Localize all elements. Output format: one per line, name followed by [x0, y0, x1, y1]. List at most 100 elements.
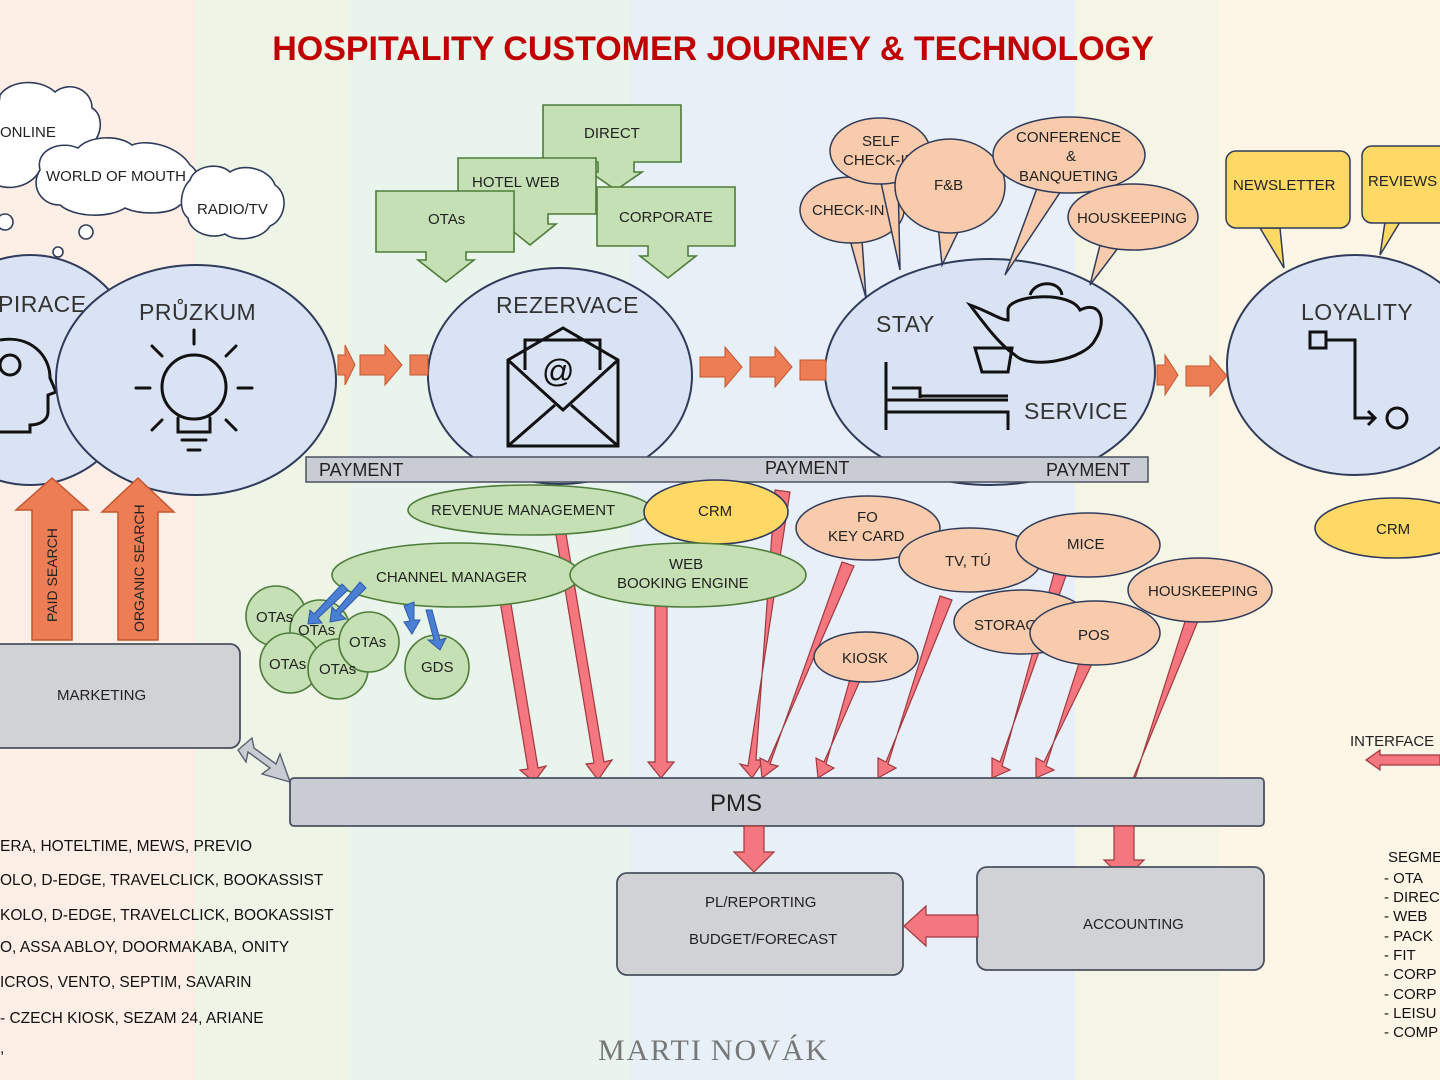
payment-label-2: PAYMENT [765, 458, 849, 478]
head-gear-icon [0, 337, 58, 434]
diagram-title: HOSPITALITY CUSTOMER JOURNEY & TECHNOLOG… [272, 30, 1154, 68]
web-booking-engine: WEB BOOKING ENGINE [569, 542, 807, 608]
revenue-label: REVENUE MANAGEMENT [431, 502, 615, 519]
payment-label-3: PAYMENT [1046, 460, 1130, 480]
thought-cloud-wom: WORLD OF MOUTH [35, 137, 199, 216]
paid-search-label: PAID SEARCH [44, 528, 60, 622]
bubble-conference-label-1: CONFERENCE [1016, 129, 1121, 146]
segments-title: SEGME [1388, 849, 1440, 866]
bubble-self-label-2: CHECK-IN [843, 152, 916, 169]
cloud-radio-label: RADIO/TV [197, 201, 268, 218]
bubble-self-label-1: SELF [862, 133, 900, 150]
fo-label-1: FO [857, 509, 878, 526]
vendor-line-1: ERA, HOTELTIME, MEWS, PREVIO [0, 838, 253, 855]
segment-item-9: - COMP [1384, 1024, 1439, 1041]
web-booking-label-1: WEB [669, 556, 703, 573]
ota-label-3: OTAs [269, 656, 306, 673]
vendor-line-6: - CZECH KIOSK, SEZAM 24, ARIANE [0, 1010, 264, 1027]
fo-key-card: FO KEY CARD [795, 495, 941, 561]
storage-label: STORAGE [974, 617, 1047, 634]
tv-label: TV, TÚ [945, 553, 991, 570]
pos-label: POS [1078, 627, 1110, 644]
mice-label: MICE [1067, 536, 1105, 553]
crm-right: CRM [1314, 497, 1440, 559]
ota-label-5: OTAs [349, 634, 386, 651]
pms-bar [289, 777, 1265, 827]
bubble-conference-label-2: & [1066, 148, 1076, 165]
kiosk: KIOSK [813, 631, 919, 683]
bubble-conference: CONFERENCE & BANQUETING [992, 116, 1146, 276]
pms-reporting-arrow [732, 825, 776, 873]
pms-label: PMS [710, 790, 762, 817]
segment-item-3: - WEB [1384, 908, 1428, 925]
ota-circles: OTAs OTAs OTAs OTAs OTAs GDS [245, 585, 470, 700]
cloud-online-label: ONLINE [0, 124, 56, 141]
crm-center: CRM [643, 479, 789, 545]
bubble-conference-label-3: BANQUETING [1019, 168, 1118, 185]
thought-cloud-radio: RADIO/TV [180, 165, 285, 240]
lightbulb-icon [134, 328, 254, 452]
web-booking-label-2: BOOKING ENGINE [617, 575, 749, 592]
bubble-housekeeping-label: HOUSKEEPING [1077, 210, 1187, 227]
path-journey-icon [1308, 330, 1409, 430]
vendor-line-5: ICROS, VENTO, SEPTIM, SAVARIN [0, 974, 252, 991]
reporting-label-2: BUDGET/FORECAST [689, 931, 837, 948]
vendor-line-4: O, ASSA ABLOY, DOORMAKABA, ONITY [0, 939, 290, 956]
gds-label: GDS [421, 659, 454, 676]
callout-corporate-label: CORPORATE [619, 209, 713, 226]
segment-item-6: - CORP [1384, 966, 1437, 983]
ota-sync-arrows [307, 581, 447, 651]
callout-corporate: CORPORATE [596, 186, 736, 280]
ota-label-4: OTAs [319, 661, 356, 678]
stage-reservation-label: REZERVACE [496, 292, 639, 318]
reporting-label-1: PL/REPORTING [705, 894, 816, 911]
stage-service-label: SERVICE [1024, 398, 1128, 424]
vendor-line-7: , [0, 1040, 5, 1057]
journey-arrows [337, 343, 1228, 398]
housekeeping-system-label: HOUSKEEPING [1148, 583, 1258, 600]
interface-arrow [1364, 748, 1440, 772]
interface-label: INTERFACE [1350, 733, 1434, 750]
stage-stay-label: STAY [876, 311, 935, 337]
callout-hotel-web-label: HOTEL WEB [472, 174, 560, 191]
segment-item-1: - OTA [1384, 870, 1423, 887]
channel-manager: CHANNEL MANAGER [331, 542, 581, 608]
organic-search-arrow: ORGANIC SEARCH [100, 476, 176, 641]
callout-otas-label: OTAs [428, 211, 465, 228]
segment-item-4: - PACK [1384, 928, 1433, 945]
stage-research-circle [55, 264, 337, 496]
vendor-line-3: KOLO, D-EDGE, TRAVELCLICK, BOOKASSIST [0, 907, 334, 924]
cloud-wom-label: WORLD OF MOUTH [46, 168, 186, 185]
stage-inspiration-label: PIRACE [0, 291, 87, 317]
pos: POS [1029, 600, 1161, 666]
bubble-reviews-label: REVIEWS [1368, 173, 1437, 190]
payment-bar [305, 456, 1149, 483]
crm-right-label: CRM [1376, 521, 1410, 538]
paid-search-arrow: PAID SEARCH [14, 476, 90, 641]
callout-direct-label: DIRECT [584, 125, 640, 142]
stage-loyalty-circle [1226, 254, 1440, 476]
fo-label-2: KEY CARD [828, 528, 905, 545]
marketing-pms-arrow [237, 736, 292, 784]
bubble-reviews: REVIEWS [1361, 145, 1440, 256]
vendor-line-2: OLO, D-EDGE, TRAVELCLICK, BOOKASSIST [0, 872, 324, 889]
bubble-housekeeping: HOUSKEEPING [1067, 183, 1199, 286]
segment-item-7: - CORP [1384, 986, 1437, 1003]
callout-hotel-web: HOTEL WEB [457, 157, 597, 247]
accounting-label: ACCOUNTING [1083, 916, 1184, 933]
bed-icon [884, 362, 1010, 430]
reporting-box [616, 872, 904, 976]
marketing-box [0, 643, 241, 749]
bubble-newsletter: NEWSLETTER [1225, 150, 1351, 269]
marketing-label: MARKETING [57, 687, 146, 704]
segment-item-2: - DIREC [1384, 889, 1440, 906]
segment-item-8: - LEISU [1384, 1005, 1437, 1022]
stage-loyalty-label: LOYALITY [1301, 299, 1413, 325]
svg-text:@: @ [542, 353, 574, 389]
tv-tu: TV, TÚ [898, 527, 1042, 593]
callout-direct: DIRECT [542, 104, 682, 191]
kiosk-label: KIOSK [842, 650, 888, 667]
author-signature: MARTI NOVÁK [598, 1034, 829, 1067]
bubble-fb: F&B [894, 138, 1006, 268]
bubble-newsletter-label: NEWSLETTER [1233, 177, 1336, 194]
